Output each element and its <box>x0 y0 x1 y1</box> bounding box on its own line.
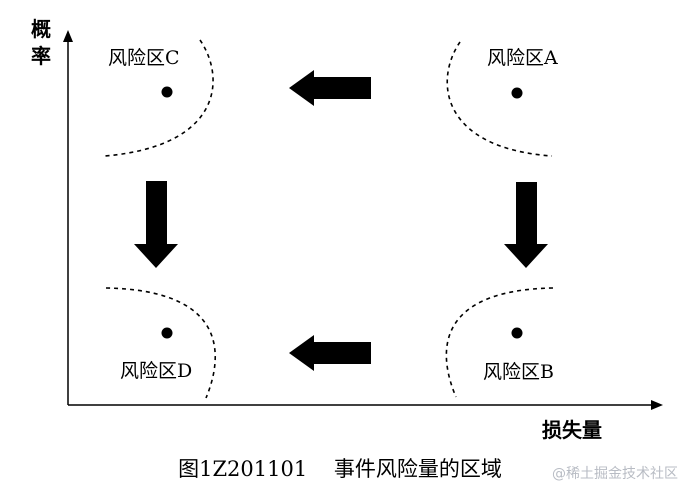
zone-a-label: 风险区A <box>487 47 558 69</box>
arrow-c-to-d <box>134 181 178 268</box>
arrow-a-to-b <box>504 182 548 268</box>
x-axis-arrowhead <box>651 400 663 410</box>
zone-a-boundary <box>446 41 553 157</box>
zone-b-label: 风险区B <box>483 361 554 383</box>
y-axis-label-char-1: 概 <box>31 17 51 41</box>
watermark: @稀土掘金技术社区 <box>552 466 678 482</box>
arrow-a-to-c <box>289 70 371 106</box>
zone-d-boundary <box>105 287 216 399</box>
zone-a: 风险区A <box>446 41 558 157</box>
zone-d-label: 风险区D <box>120 360 192 382</box>
x-axis-label: 损失量 <box>542 418 602 442</box>
zone-d-dot <box>161 327 173 339</box>
zone-c-boundary <box>104 39 214 157</box>
zone-a-dot <box>511 87 523 99</box>
arrow-b-to-d <box>289 335 371 371</box>
y-axis-label-char-2: 率 <box>31 44 51 68</box>
zone-c-label: 风险区C <box>108 47 180 69</box>
y-axis-label: 概 率 <box>31 17 58 68</box>
y-axis-arrowhead <box>63 30 73 42</box>
zone-c-dot <box>161 86 173 98</box>
zone-b: 风险区B <box>445 287 554 398</box>
figure-caption: 图1Z201101 事件风险量的区域 <box>178 457 502 481</box>
zone-c: 风险区C <box>104 39 214 157</box>
zone-b-dot <box>511 327 523 339</box>
zone-d: 风险区D <box>105 287 216 399</box>
